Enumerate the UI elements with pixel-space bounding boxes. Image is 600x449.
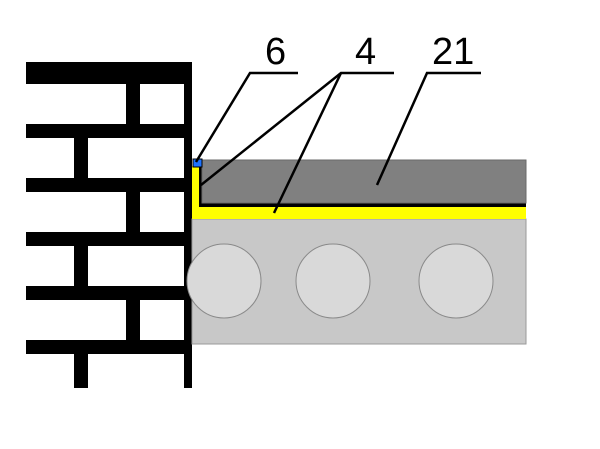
insulation-layer [192,207,526,219]
brick [88,138,184,178]
callout-label-21: 21 [432,31,474,73]
brick [140,192,184,232]
brick [26,138,74,178]
screed-outline [201,159,527,204]
edge-insulation-strip [192,166,202,219]
brick [26,300,126,340]
leader-6 [194,71,298,163]
slab-void [186,243,262,319]
slab-void [418,243,494,319]
leader-4-branch [272,72,343,214]
brick-wall [26,62,192,388]
callout-label-6: 6 [265,31,286,73]
hollow-core-slab [186,218,527,345]
leader-lines [194,71,481,214]
leader-21 [375,71,481,186]
floor-build-up [192,158,527,219]
brick [88,246,184,286]
slab-void [295,243,371,319]
membrane-vertical [199,166,202,207]
brick [140,300,184,340]
brick [26,192,126,232]
brick [26,84,126,124]
brick [26,246,74,286]
membrane-horizontal [199,203,526,207]
brick [26,354,74,388]
brick [140,84,184,124]
screed-layer [202,160,526,203]
brick [88,354,184,388]
callout-label-4: 4 [355,31,376,73]
